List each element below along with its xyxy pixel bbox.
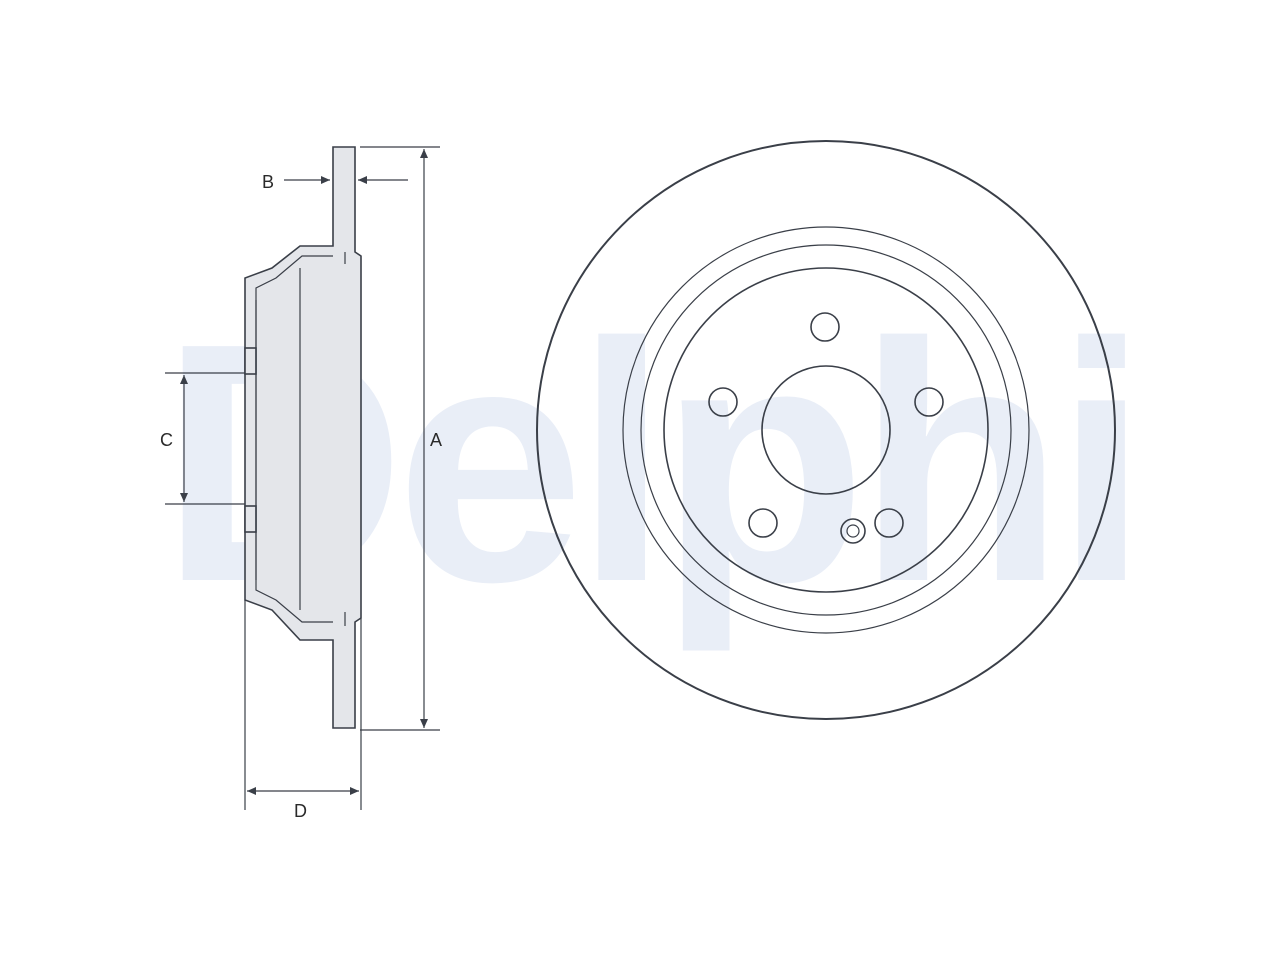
dimension-c-label: C <box>160 430 173 450</box>
disc-profile <box>244 146 362 729</box>
hub-stud-lower <box>244 505 257 533</box>
bolt-hole-right <box>914 387 944 417</box>
hub-stud-upper <box>244 347 257 375</box>
dimension-a-label: A <box>430 430 442 450</box>
bolt-hole-bottom-left <box>748 508 778 538</box>
dimension-a: A <box>360 146 442 731</box>
friction-ring-inner-edge <box>622 226 1030 634</box>
hat-face-edge <box>663 267 989 593</box>
locating-screw-head <box>846 524 860 538</box>
locating-screw-hole <box>840 518 866 544</box>
bolt-hole-left <box>708 387 738 417</box>
bolt-hole-bottom-right <box>874 508 904 538</box>
dimension-d: D <box>244 600 362 821</box>
bolt-hole-top <box>810 312 840 342</box>
dimension-c: C <box>160 372 245 505</box>
dimension-b: B <box>262 172 408 192</box>
disc-front-view <box>536 140 1116 720</box>
center-bore <box>761 365 891 495</box>
hat-outer-edge <box>640 244 1012 616</box>
dimension-b-label: B <box>262 172 274 192</box>
disc-side-section <box>244 146 362 729</box>
disc-outer-edge <box>536 140 1116 720</box>
dimension-d-label: D <box>294 801 307 821</box>
